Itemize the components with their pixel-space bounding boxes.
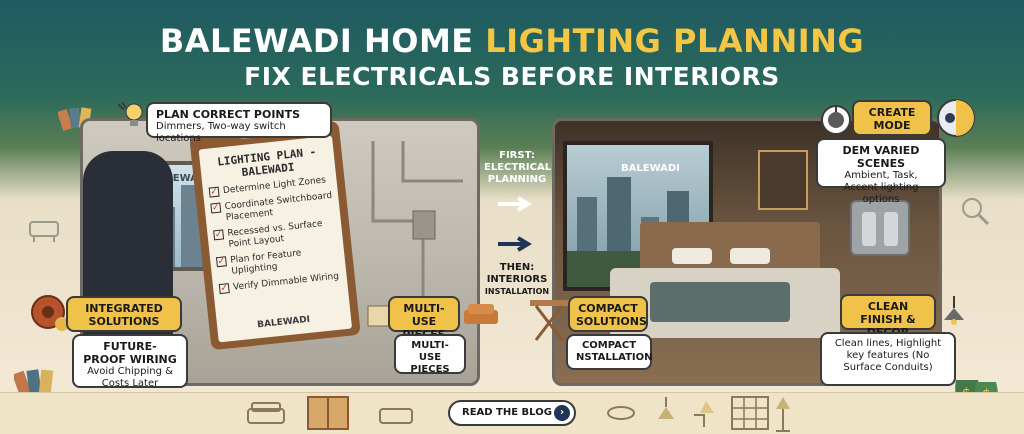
compact-callout: COMPACT NSTALLATION [566,334,652,370]
pendant-lamp-icon [940,296,968,330]
plan-footer: BALEWADI [256,314,311,331]
floor-lamp-icon [776,397,790,432]
multi-use-tag: MULTI-USE PIECES [388,296,460,341]
magnifier-icon [960,196,990,226]
sofa-outline-icon [247,402,285,424]
page-title: BALEWADI HOME LIGHTING PLANNING [159,22,865,60]
arrow-right-icon [498,196,532,212]
window-label: BALEWADI [621,163,680,174]
lighting-plan-clipboard: LIGHTING PLAN - BALEWADI ✓Determine Ligh… [189,120,361,351]
exposed-conduit-icon [371,141,463,341]
page-subtitle: FIX ELECTRICALS BEFORE INTERIORS [244,62,780,91]
first-step-label: FIRST: ELECTRICAL PLANNING [484,150,552,185]
plug-bulb-icon [116,100,144,132]
pillow [672,248,712,264]
create-mode-tag: CREATE MODE [852,100,932,136]
clean-finish-callout: Clean lines, Highlight key features (No … [820,332,956,386]
compact-solutions-tag: COMPACT SOLUTIONS [568,296,648,332]
check-icon: ✓ [208,186,220,198]
blanket [650,282,790,322]
lit-shelf [758,150,808,210]
ceiling-light-icon [607,406,635,420]
folding-table-icon [528,296,572,342]
cable-spool-icon [30,292,70,332]
wall-switch [850,200,910,256]
wall-lamp-icon [658,397,674,419]
armchair-icon [26,214,62,244]
sconce-icon [694,401,714,427]
sofa-icon [462,302,500,328]
day-night-icon [936,98,976,138]
wall-label: BALEWADI [151,173,210,184]
check-icon: ✓ [213,229,225,241]
dimmer-knob-icon [818,102,854,138]
chevron-right-icon: › [554,405,570,421]
wardrobe-icon [307,396,349,430]
color-swatch-icon [12,362,64,398]
check-icon: ✓ [215,256,227,268]
integrated-callout: FUTURE-PROOF WIRING Avoid Chipping & Cos… [72,334,188,389]
arrow-right-icon [498,236,532,252]
then-step-label: THEN: INTERIORS INSTALLATION [484,262,550,296]
read-the-blog-button[interactable]: READ THE BLOG › [448,400,576,426]
loveseat-icon [379,408,413,424]
check-icon: ✓ [218,283,230,295]
shelving-icon [731,396,769,430]
multi-use-callout: MULTI-USE PIECES [394,334,466,375]
plan-points-callout: PLAN CORRECT POINTS Dimmers, Two-way swi… [146,102,332,144]
create-mode-callout: DEM VARIED SCENES Ambient, Task, Accent … [816,138,946,205]
clean-finish-tag: CLEAN FINISH & DECOR [840,294,936,339]
check-icon: ✓ [210,202,222,214]
integrated-solutions-tag: INTEGRATED SOLUTIONS [66,296,182,332]
pillow [730,248,770,264]
headboard [640,222,820,272]
